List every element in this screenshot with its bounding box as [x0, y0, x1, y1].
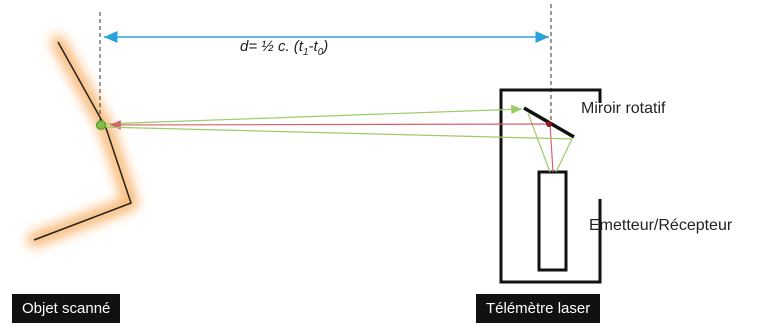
internal-beams — [527, 112, 573, 173]
scanned-object-tag: Objet scanné — [12, 294, 121, 323]
emitter-receiver-box — [537, 170, 568, 272]
scanned-object — [27, 35, 138, 247]
distance-formula: d= ½ c. (t1-t0) — [240, 38, 329, 58]
object-glow — [27, 35, 138, 247]
return-beam-lower — [102, 126, 573, 140]
rangefinder-housing — [499, 88, 602, 284]
beams — [102, 104, 573, 140]
return-beam — [109, 120, 550, 130]
emitted-beam — [102, 104, 523, 125]
emitter-receiver-label: Emetteur/Récepteur — [589, 217, 733, 234]
mirror-pivot — [546, 121, 552, 127]
rangefinder-tag: Télémètre laser — [476, 294, 601, 323]
object-outline — [33, 41, 132, 241]
target-point — [96, 120, 106, 130]
mirror-label: Miroir rotatif — [581, 100, 666, 117]
